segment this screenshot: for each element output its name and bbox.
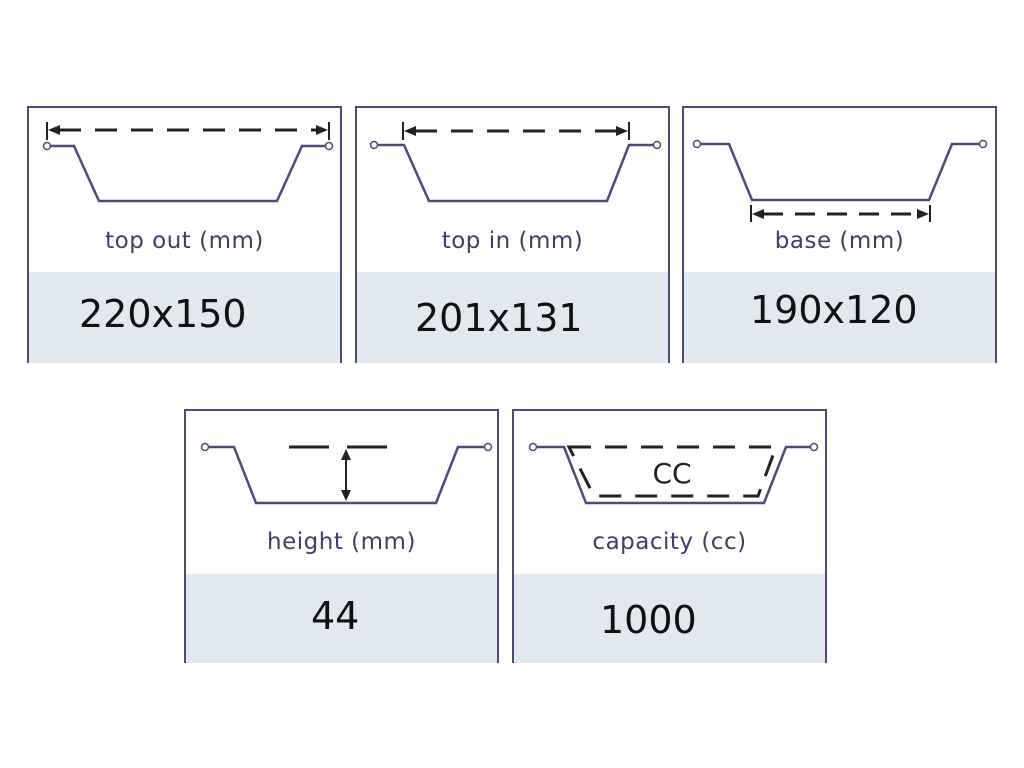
top-out-diagram (42, 122, 334, 203)
value-band: 44 (186, 574, 497, 663)
value-band: 1000 (514, 574, 825, 663)
height-diagram (200, 442, 493, 505)
top-out-card: top out (mm) 220x150 (27, 106, 342, 363)
card-label: base (mm) (774, 228, 905, 254)
card-value: 1000 (600, 598, 697, 642)
card-value: 44 (311, 594, 360, 638)
base-card: base (mm) 190x120 (682, 106, 997, 363)
card-label: height (mm) (267, 529, 416, 555)
card-value: 220x150 (79, 292, 247, 336)
capacity-diagram: CC (528, 442, 819, 505)
card-label: capacity (cc) (592, 529, 747, 555)
capacity-card: CC capacity (cc) 1000 (512, 409, 827, 663)
card-label: top out (mm) (105, 228, 264, 254)
cc-diagram-text: CC (652, 457, 691, 490)
card-value: 201x131 (415, 296, 583, 340)
card-value: 190x120 (750, 288, 918, 332)
base-diagram (692, 139, 988, 222)
top-in-card: top in (mm) 201x131 (355, 106, 670, 363)
height-card: height (mm) 44 (184, 409, 499, 663)
card-label: top in (mm) (441, 228, 584, 254)
value-band: 220x150 (29, 272, 340, 363)
value-band: 201x131 (357, 272, 668, 363)
value-band: 190x120 (684, 272, 995, 363)
top-in-diagram (369, 122, 662, 203)
